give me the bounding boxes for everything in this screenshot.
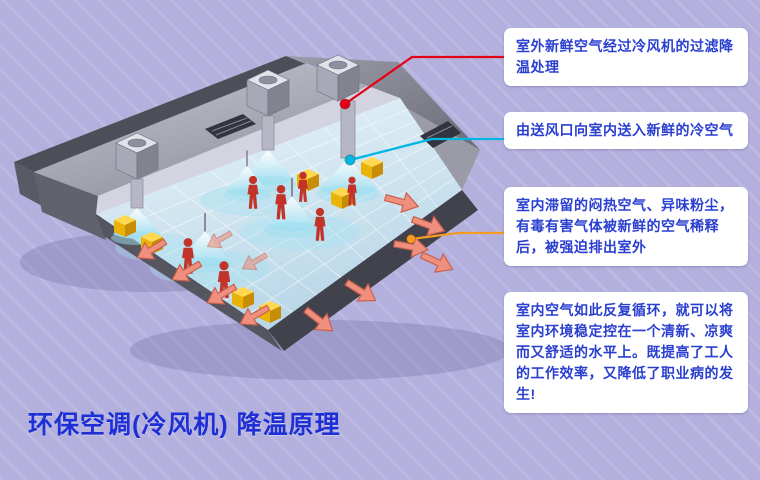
roof-right-wedge [368,86,480,190]
callout-fresh-air-intake: 室外新鲜空气经过冷风机的过滤降温处理 [504,28,748,86]
roof-ridge [14,56,306,172]
connector-line-fresh-air [343,55,505,106]
connector-line-supply-air [348,137,505,162]
poster-title: 环保空调(冷风机) 降温原理 [28,411,341,439]
cooler-unit-2 [246,69,290,117]
callout-supply-air: 由送风口向室内送入新鲜的冷空气 [504,112,748,149]
rooftop-cooler-units [115,54,360,180]
connector-dot-fresh-air [339,98,351,110]
roof-back-right [286,56,480,150]
callout-circulation-summary: 室内空气如此反复循环，就可以将室内环境稳定控在一个清新、凉爽而又舒适的水平上。既… [504,292,748,413]
callout-connectors [339,55,505,244]
roof-vent-grid [205,114,461,148]
front-right-wall [268,190,478,351]
connector-dot-exhaust [406,234,416,244]
connector-line-exhaust [409,231,505,241]
cooler-unit-3 [316,54,360,102]
connector-dot-supply-air [344,154,356,166]
cooler-unit-1 [115,132,159,180]
callout-exhaust-air: 室内滞留的闷热空气、异味粉尘，有毒有害气体被新鲜的空气稀释后，被强迫排出室外 [504,187,748,266]
inner-wall-strip [96,86,400,214]
